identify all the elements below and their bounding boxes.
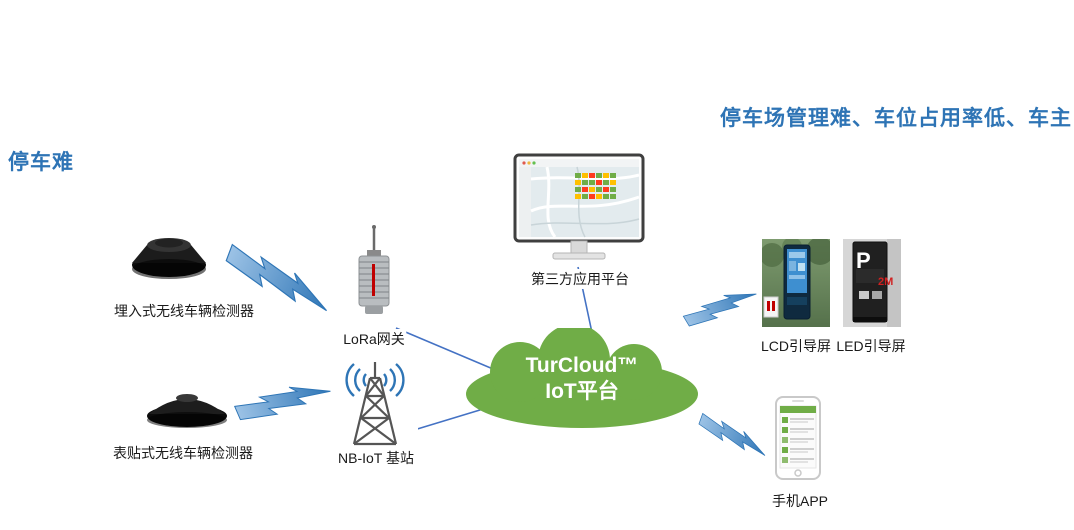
cloud-platform-line: IoT平台	[545, 380, 619, 403]
phone-app-label: 手机APP	[769, 491, 831, 511]
problem-heading-right: 停车场管理难、车位占用率低、车主	[720, 107, 1072, 130]
led-screen-image	[843, 239, 901, 327]
third-party-platform-label: 第三方应用平台	[529, 269, 631, 289]
surface-detector-label: 表贴式无线车辆检测器	[111, 443, 255, 463]
lora-gateway-label: LoRa网关	[341, 329, 407, 349]
cloud-icon	[466, 324, 698, 428]
monitor-icon	[513, 153, 645, 260]
embedded-detector-image	[113, 203, 225, 297]
cloud-name: TurCloud™	[525, 353, 639, 377]
lcd-screen-icon	[760, 237, 834, 327]
embedded-detector-label: 埋入式无线车辆检测器	[112, 301, 256, 321]
lora-gateway-icon	[341, 224, 407, 324]
third-party-platform-image	[513, 153, 645, 265]
lightning-bolt-cloud-to-phone	[695, 411, 771, 461]
lightning-bolt-surface-to-nbiot	[233, 375, 333, 426]
nbiot-station-label: NB-IoT 基站	[336, 448, 416, 468]
lora-gateway-image	[341, 224, 407, 324]
embedded-detector-icon	[113, 203, 225, 297]
led-screen-label: LED引导屏	[834, 336, 908, 356]
phone-app-image	[774, 396, 822, 480]
surface-detector-image	[142, 376, 232, 434]
nbiot-station-image	[332, 360, 418, 450]
lcd-screen-image	[760, 237, 834, 327]
nbiot-station-icon	[332, 360, 418, 450]
phone-icon	[775, 396, 821, 480]
led-parking-symbol: P	[856, 248, 871, 273]
led-clearance-text: 2M	[878, 276, 894, 288]
lightning-bolt-cloud-to-screens	[682, 282, 759, 331]
surface-detector-icon	[142, 376, 232, 434]
cloud-platform-title: TurCloud™ IoT平台	[462, 328, 702, 430]
led-screen-icon	[843, 239, 901, 327]
problem-heading-left: 停车难	[8, 151, 74, 174]
lcd-screen-label: LCD引导屏	[758, 336, 834, 356]
iot-cloud-image	[462, 324, 702, 430]
